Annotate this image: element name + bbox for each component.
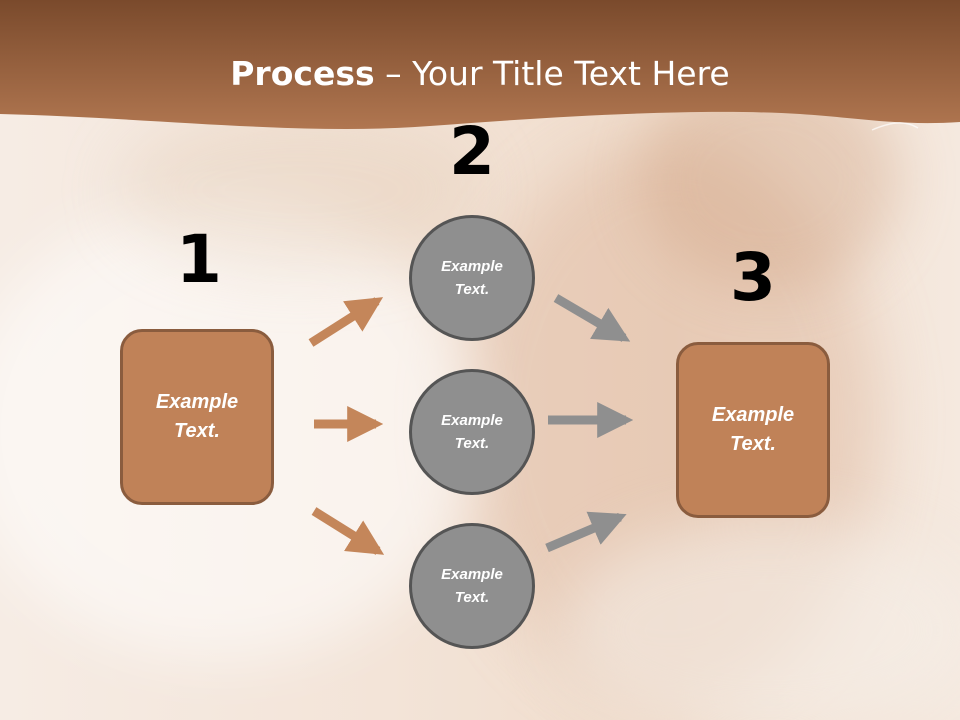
circle-middle-line-1: Example bbox=[441, 412, 503, 429]
arrow-bottom-to-3 bbox=[545, 511, 627, 553]
step-number-3: 3 bbox=[730, 239, 776, 316]
arrow-top-to-3 bbox=[553, 294, 631, 342]
step-3-label-line-2: Text. bbox=[730, 433, 776, 455]
title-banner bbox=[0, 0, 960, 131]
step-3-label-line-1: Example bbox=[711, 404, 795, 426]
step-number-1: 1 bbox=[176, 221, 222, 298]
circle-bottom-line-2: Text. bbox=[454, 589, 490, 606]
step-1-label-line-1: Example bbox=[155, 391, 239, 413]
circle-top-line-2: Text. bbox=[454, 281, 490, 298]
arrow-1-to-bottom bbox=[311, 507, 385, 555]
circle-top-line-1: Example bbox=[441, 258, 503, 275]
arrow-1-to-top bbox=[308, 297, 384, 347]
background-photo-sheets bbox=[560, 520, 960, 720]
step-1-label-line-2: Text. bbox=[174, 420, 220, 442]
step-number-2: 2 bbox=[449, 113, 495, 190]
title-rest: – Your Title Text Here bbox=[374, 54, 730, 93]
circle-middle-line-2: Text. bbox=[454, 435, 490, 452]
circle-bottom-line-1: Example bbox=[441, 566, 503, 583]
title-bold: Process bbox=[230, 54, 375, 93]
slide-title: Process – Your Title Text Here bbox=[0, 52, 960, 96]
